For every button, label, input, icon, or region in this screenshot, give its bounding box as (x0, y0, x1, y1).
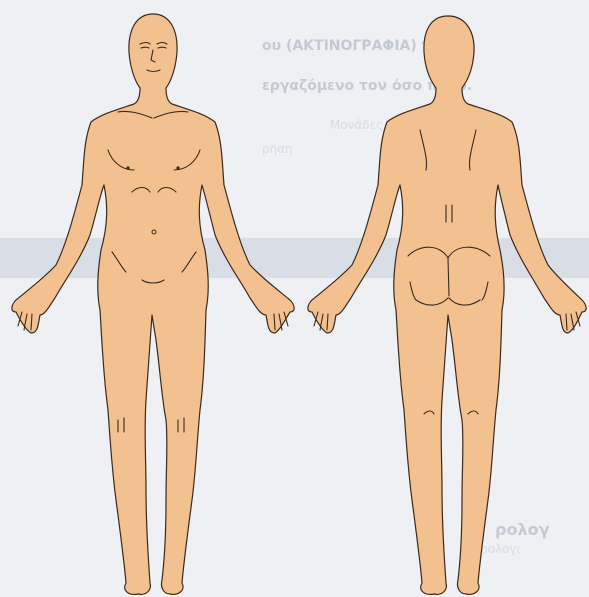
front-body-figure (12, 14, 294, 594)
back-body-figure (308, 16, 586, 594)
